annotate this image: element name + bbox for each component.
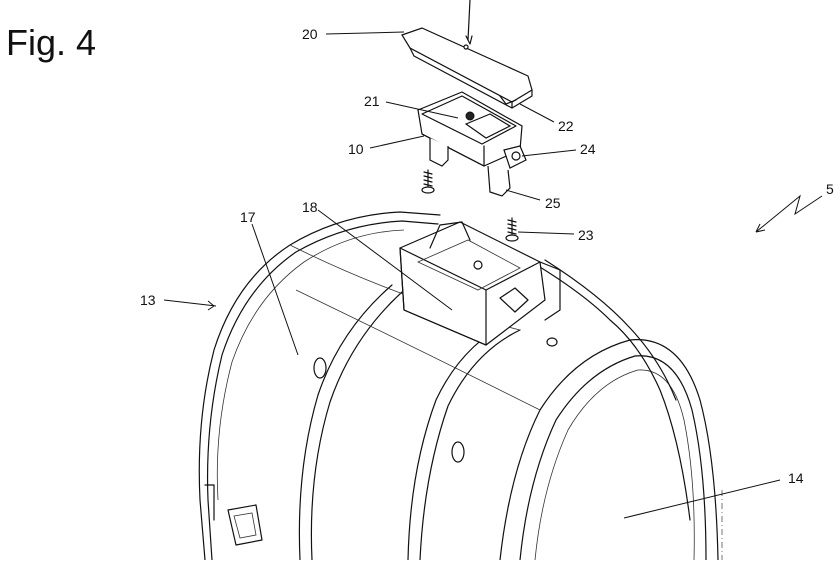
- hole-icon: [546, 337, 558, 347]
- leader-lines: [163, 31, 823, 519]
- cover-20: [401, 27, 533, 109]
- hole-icon: [313, 357, 327, 379]
- ref-label-5: 5: [826, 181, 834, 197]
- ref-label-21: 21: [364, 93, 380, 109]
- screw-top: [465, 0, 473, 45]
- ref-label-20: 20: [302, 26, 318, 42]
- screw-23: [505, 217, 519, 242]
- ref-label-13: 13: [140, 292, 156, 308]
- ref-label-22: 22: [558, 118, 574, 134]
- bracket-18: [399, 221, 561, 346]
- ref-label-24: 24: [580, 141, 596, 157]
- screw-left: [421, 169, 435, 194]
- figure-title: Fig. 4: [6, 22, 97, 63]
- ref-label-18: 18: [302, 199, 318, 215]
- hole-icon: [451, 441, 465, 463]
- ref-label-17: 17: [240, 209, 256, 225]
- sensor-10: [417, 91, 527, 197]
- ref-label-14: 14: [788, 470, 804, 486]
- ref-label-23: 23: [578, 227, 594, 243]
- ref-label-25: 25: [545, 195, 561, 211]
- ref-label-10: 10: [348, 141, 364, 157]
- sensor-element-icon: [465, 111, 475, 121]
